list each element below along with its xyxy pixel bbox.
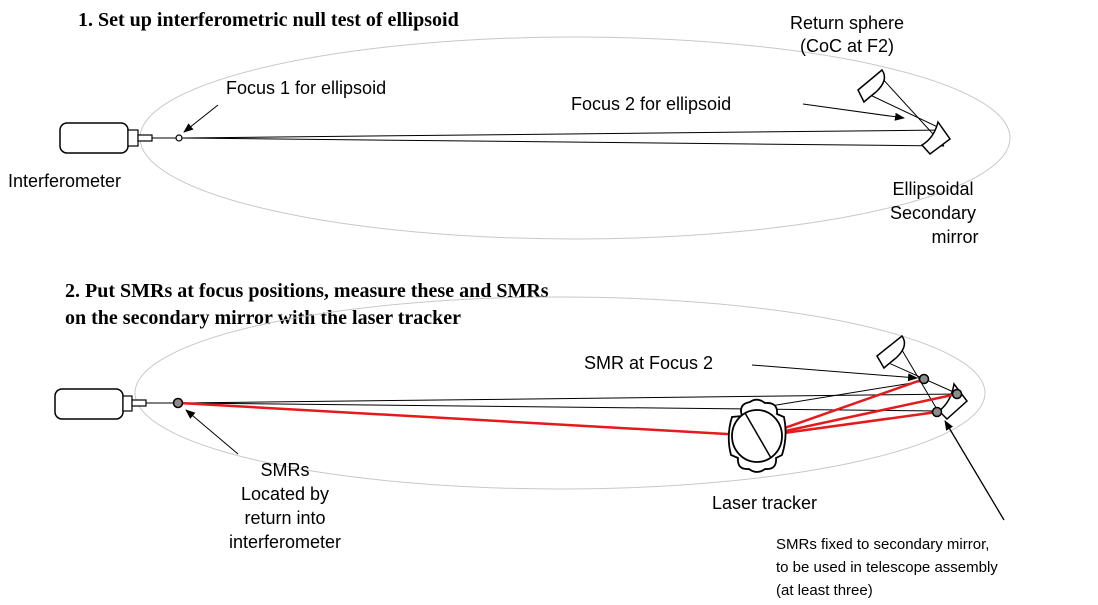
smrs-located-arrow — [185, 409, 239, 455]
step1-title: 1. Set up interferometric null test of e… — [78, 9, 459, 31]
focus1-label: Focus 1 for ellipsoid — [226, 78, 386, 98]
smrs-fixed-line3: (at least three) — [776, 582, 873, 599]
focus1-point — [175, 134, 183, 142]
beam-to-return-sphere-a — [865, 92, 945, 131]
secondary-mirror — [920, 120, 952, 156]
smrs-located-line2: Located by — [241, 484, 329, 504]
smr-mirror-a — [951, 388, 963, 400]
step1-ellipse — [139, 36, 1011, 240]
return-sphere-label-line2: (CoC at F2) — [800, 36, 894, 56]
laser-tracker-label: Laser tracker — [712, 493, 817, 513]
interferometer-body — [59, 122, 129, 154]
interferometer2-nozzle — [122, 395, 133, 412]
focus1-arrow — [183, 104, 219, 133]
smrs-fixed-line1: SMRs fixed to secondary mirror, — [776, 536, 989, 553]
return-sphere-label-line1: Return sphere — [790, 13, 904, 33]
step1-panel: 1. Set up interferometric null test of e… — [8, 9, 1011, 247]
focus2-arrow — [802, 103, 905, 121]
laser-line-to-smr-a — [761, 392, 958, 438]
beam2-upper — [179, 393, 959, 404]
smrs-located-line3: return into — [244, 508, 325, 528]
focus2-label: Focus 2 for ellipsoid — [571, 94, 731, 114]
step2-ellipse — [134, 296, 986, 490]
smr-focus2-label: SMR at Focus 2 — [584, 353, 713, 373]
interferometer2-body — [54, 388, 124, 420]
laser-line-to-smr-b — [761, 410, 938, 438]
step2-title-line2: on the secondary mirror with the laser t… — [65, 307, 461, 329]
smr-focus1 — [172, 397, 184, 409]
smrs-located-line4: interferometer — [229, 532, 341, 552]
smr-focus2 — [918, 373, 930, 385]
smrs-fixed-line2: to be used in telescope assembly — [776, 559, 998, 576]
laser-line-to-focus2 — [761, 377, 925, 438]
return-sphere — [857, 68, 886, 104]
interferometer2-tip — [131, 399, 147, 407]
beam-lower — [181, 137, 945, 147]
step2-panel: 2. Put SMRs at focus positions, measure … — [54, 280, 1005, 599]
smr-focus2-arrow — [751, 364, 918, 382]
beam-upper — [181, 129, 945, 139]
secondary-label-line2: Secondary — [890, 203, 976, 223]
step2-title-line1: 2. Put SMRs at focus positions, measure … — [65, 280, 549, 302]
secondary-label-line3: mirror — [932, 227, 979, 247]
smrs-located-line1: SMRs — [261, 460, 310, 480]
interferometer-tip — [137, 134, 153, 142]
laser-tracker — [727, 398, 787, 473]
smrs-fixed-arrow — [944, 420, 1005, 521]
smr-mirror-b — [931, 406, 943, 418]
interferometer-nozzle — [127, 129, 139, 147]
beam2-lower — [179, 402, 939, 412]
laser-line-to-focus1 — [179, 401, 763, 438]
secondary-label-line1: Ellipsoidal — [892, 179, 973, 199]
secondary-mirror-2 — [937, 382, 969, 421]
return-sphere-2 — [876, 334, 906, 370]
interferometer-label: Interferometer — [8, 171, 121, 191]
